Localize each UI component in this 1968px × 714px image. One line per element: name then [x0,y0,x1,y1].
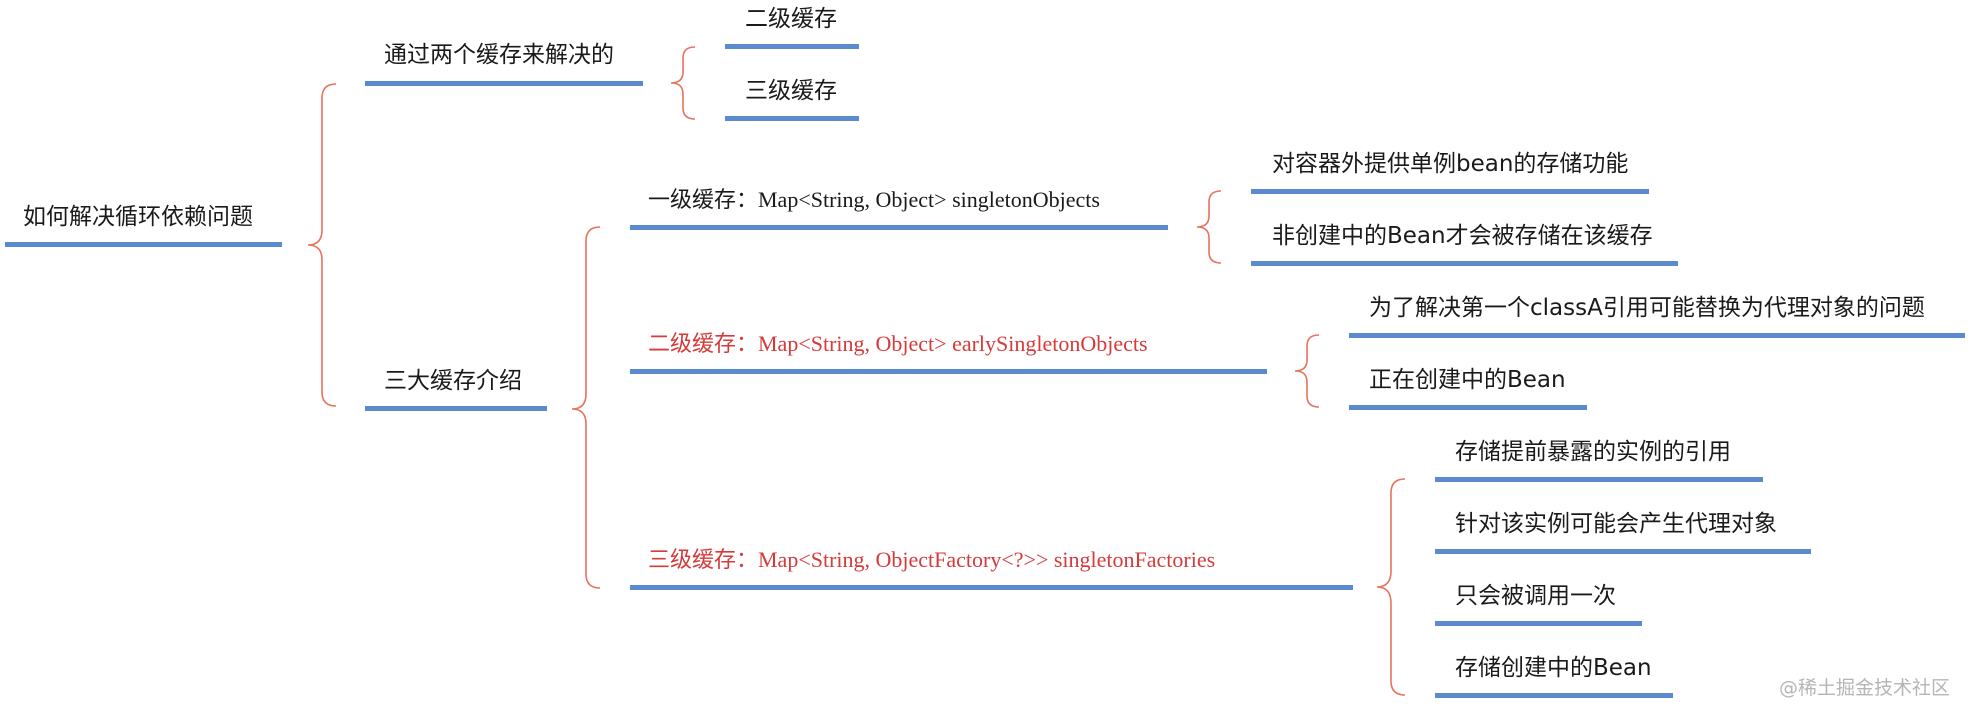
brace-level3 [1376,478,1406,696]
underline-two-caches-l3 [725,116,859,121]
underline-level3-c4 [1435,693,1673,698]
underline-level1 [630,225,1168,230]
underline-level3-c2 [1435,549,1811,554]
underlines [5,44,1965,698]
node-two-caches-l3[interactable]: 三级缓存 [745,78,837,104]
brace-root [307,83,337,407]
node-level2-child-1[interactable]: 为了解决第一个classA引用可能替换为代理对象的问题 [1369,295,1925,321]
underline-three-caches [365,406,547,411]
node-level2-cache[interactable]: 二级缓存：Map<String, Object> earlySingletonO… [648,331,1148,356]
underline-level3-c1 [1435,477,1763,482]
underline-level2-c2 [1349,405,1587,410]
brace-level1 [1196,190,1222,264]
root-node[interactable]: 如何解决循环依赖问题 [23,204,253,230]
node-level3-child-4[interactable]: 存储创建中的Bean [1455,655,1652,681]
underline-level1-c1 [1251,189,1649,194]
underline-level1-c2 [1251,261,1678,266]
brace-level2 [1294,334,1320,408]
node-level3-cache[interactable]: 三级缓存：Map<String, ObjectFactory<?>> singl… [648,547,1216,572]
watermark: @稀土掘金技术社区 [1778,677,1950,699]
node-level3-child-1[interactable]: 存储提前暴露的实例的引用 [1455,439,1731,465]
node-two-caches-l2[interactable]: 二级缓存 [745,6,837,32]
node-level3-child-2[interactable]: 针对该实例可能会产生代理对象 [1455,511,1777,537]
underline-level3-c3 [1435,621,1642,626]
node-level3-child-3[interactable]: 只会被调用一次 [1455,583,1616,609]
braces [307,46,1406,696]
underline-level3 [630,585,1353,590]
underline-two-caches-l2 [725,44,859,49]
node-two-caches[interactable]: 通过两个缓存来解决的 [384,42,614,68]
brace-two-caches [670,46,696,120]
underline-root [5,242,282,247]
node-level1-cache[interactable]: 一级缓存：Map<String, Object> singletonObject… [648,187,1100,212]
underline-two-caches [365,81,643,86]
node-level2-child-2[interactable]: 正在创建中的Bean [1369,367,1566,393]
node-level1-child-1[interactable]: 对容器外提供单例bean的存储功能 [1272,151,1629,177]
underline-level2-c1 [1349,333,1965,338]
underline-level2 [630,369,1267,374]
node-level1-child-2[interactable]: 非创建中的Bean才会被存储在该缓存 [1272,223,1653,249]
brace-three-caches [571,226,601,589]
node-three-caches[interactable]: 三大缓存介绍 [384,368,522,394]
